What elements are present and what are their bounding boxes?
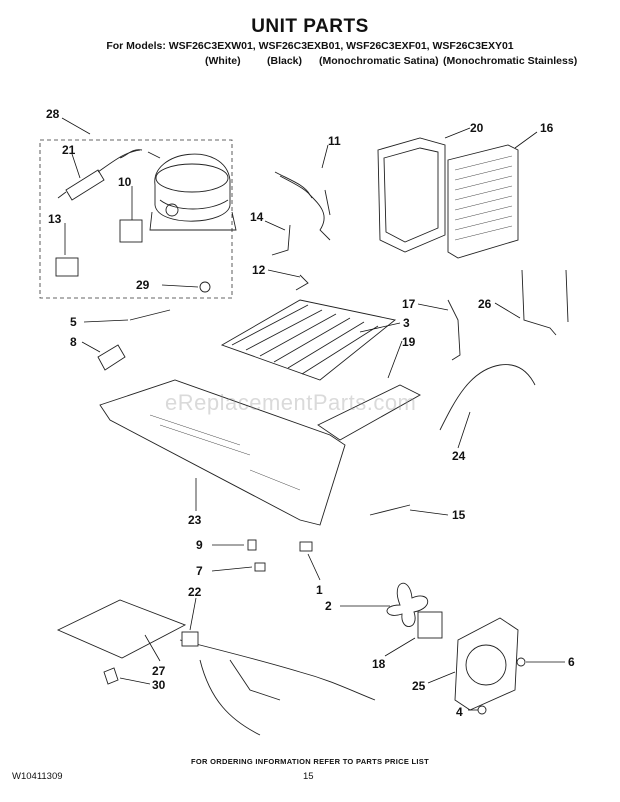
callout-17: 17	[402, 297, 416, 311]
heater-17-drawing	[447, 299, 461, 361]
screw-4-drawing	[477, 705, 487, 715]
overload-drawing	[55, 257, 79, 277]
callout-22: 22	[188, 585, 202, 599]
callout-3: 3	[403, 316, 410, 330]
callout-28: 28	[46, 107, 60, 121]
screw-6-drawing	[516, 657, 526, 667]
harness-24-drawing	[439, 364, 536, 431]
callout-16: 16	[540, 121, 554, 135]
page-number: 15	[303, 771, 314, 782]
connector-drawing	[181, 631, 199, 647]
part-7-drawing	[254, 562, 266, 572]
callout-18: 18	[372, 657, 386, 671]
page-title: UNIT PARTS	[251, 16, 369, 37]
drier-drawing	[57, 149, 141, 201]
callout-2: 2	[325, 599, 332, 613]
relay-drawing	[119, 219, 143, 243]
color-satina: (Monochromatic Satina)	[319, 55, 439, 67]
callout-20: 20	[470, 121, 484, 135]
callout-5: 5	[70, 315, 77, 329]
callout-27: 27	[152, 664, 166, 678]
drain-pan-drawing	[317, 384, 421, 441]
callout-4: 4	[456, 705, 463, 719]
fan-motor-drawing	[417, 611, 443, 639]
models-line: For Models: WSF26C3EXW01, WSF26C3EXB01, …	[106, 40, 514, 52]
callout-19: 19	[402, 335, 416, 349]
callout-10: 10	[118, 175, 132, 189]
callout-14: 14	[250, 210, 264, 224]
clip-30-drawing	[103, 667, 119, 685]
callout-26: 26	[478, 297, 492, 311]
callout-29: 29	[136, 278, 150, 292]
tube-drawing	[271, 171, 331, 291]
callout-15: 15	[452, 508, 466, 522]
callout-13: 13	[48, 212, 62, 226]
fan-blade-drawing	[386, 582, 429, 627]
color-black: (Black)	[267, 55, 303, 67]
base-plate-drawing	[99, 379, 346, 526]
screw-9-drawing	[247, 539, 257, 551]
leader-lines	[61, 117, 565, 711]
fan-shroud-drawing	[454, 617, 519, 711]
callout-6: 6	[568, 655, 575, 669]
part-8-drawing	[97, 344, 126, 371]
callout-30: 30	[152, 678, 166, 692]
evaporator-coil-drawing	[220, 299, 397, 381]
part-1-drawing	[299, 541, 313, 552]
callout-25: 25	[412, 679, 426, 693]
evaporator-cover-drawing	[377, 137, 446, 253]
callout-9: 9	[196, 538, 203, 552]
heater-26-drawing	[521, 269, 569, 336]
color-variants: (White) (Black) (Monochromatic Satina) (Mon…	[205, 55, 577, 67]
callout-8: 8	[70, 335, 77, 349]
callout-7: 7	[196, 564, 203, 578]
color-white: (White)	[205, 55, 241, 67]
condenser-drawing	[447, 144, 519, 259]
callout-11: 11	[328, 134, 341, 148]
document-number: W10411309	[12, 771, 63, 782]
capillary-tube-drawing	[129, 309, 171, 321]
callout-21: 21	[62, 143, 76, 157]
color-stainless: (Monochromatic Stainless)	[443, 55, 578, 67]
callout-23: 23	[188, 513, 202, 527]
compressor-drawing	[119, 149, 237, 231]
grommet-drawing	[199, 281, 211, 293]
ordering-note: FOR ORDERING INFORMATION REFER TO PARTS …	[191, 757, 429, 766]
pad-27-drawing	[56, 599, 187, 659]
callout-1: 1	[316, 583, 323, 597]
watermark: eReplacementParts.com	[165, 390, 417, 415]
callout-24: 24	[452, 449, 466, 463]
callout-12: 12	[252, 263, 266, 277]
screw-15-drawing	[369, 504, 411, 516]
harness-22-drawing	[179, 639, 376, 736]
